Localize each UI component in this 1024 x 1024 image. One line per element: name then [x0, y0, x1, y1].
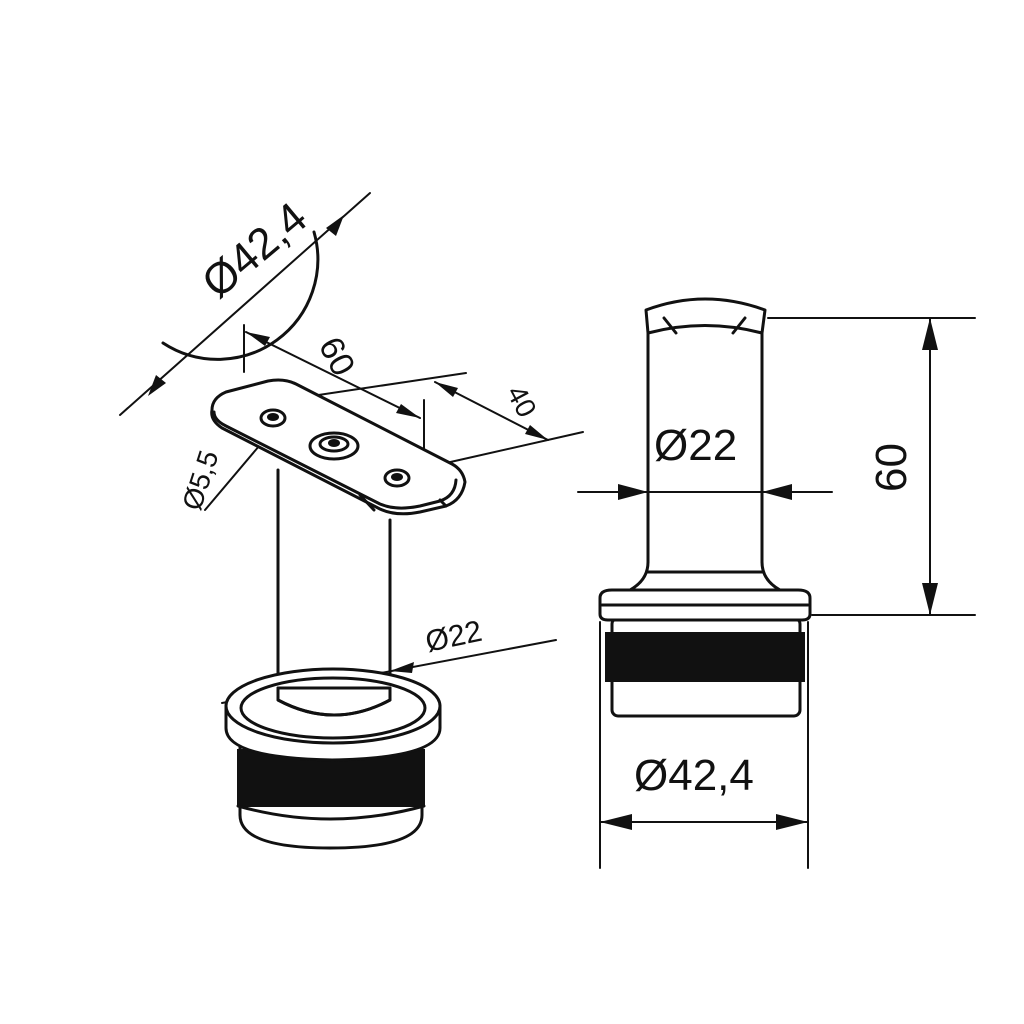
plate-thickness-edge-2 — [438, 498, 448, 508]
iso-base-gasket-curve — [236, 804, 426, 821]
iso-plate-length-label: 60 — [311, 331, 362, 382]
front-stem-fillet-left — [628, 560, 650, 592]
pipe-dim-arrow-start — [148, 375, 166, 396]
front-base-dia-label: Ø42,4 — [634, 751, 754, 800]
hole-spacing-arrow-start — [435, 382, 458, 397]
base-arrow-left — [600, 814, 632, 830]
pipe-dim-arrow-end — [326, 215, 344, 236]
iso-base-top-inner — [239, 676, 427, 740]
plate-length-dim-line — [245, 331, 421, 419]
iso-base — [224, 667, 442, 850]
plate-center-hole — [328, 439, 340, 447]
plate-hole-left-inner — [267, 413, 279, 421]
front-saddle-tick-left — [662, 316, 678, 335]
front-stem-arrow-left — [618, 484, 648, 500]
hole-spacing-arrow-end — [525, 425, 548, 440]
iso-stem-bottom-line — [276, 686, 392, 717]
front-view: Ø22 60 Ø42,4 — [577, 297, 976, 869]
front-height-label: 60 — [867, 443, 916, 492]
iso-hole-spacing-label: 40 — [501, 380, 543, 422]
pipe-profile-arc — [161, 230, 320, 361]
plate-top-face — [212, 410, 458, 510]
base-arrow-right — [776, 814, 808, 830]
front-stem-arrow-right — [762, 484, 792, 500]
front-saddle-tick-right — [731, 316, 747, 335]
plate-hole-right-inner — [391, 473, 403, 481]
plate-thickness-edge — [358, 493, 376, 512]
height-arrow-top — [922, 318, 938, 350]
pipe-dim-line — [119, 192, 371, 416]
plate-length-arrow-end — [396, 404, 420, 418]
front-stem-dia-label: Ø22 — [654, 421, 737, 470]
front-base-gasket — [605, 632, 805, 682]
front-stem-fillet-right — [760, 560, 782, 592]
iso-hole-dia-label: Ø5,5 — [176, 447, 224, 514]
iso-stem-dia-label: Ø22 — [423, 615, 485, 659]
iso-base-gasket-ring — [237, 749, 425, 807]
plate-length-arrow-start — [246, 332, 270, 346]
hole-spacing-extension-2 — [445, 431, 584, 464]
isometric-view: Ø42,4 60 40 Ø5,5 Ø22 — [119, 192, 584, 850]
front-saddle — [644, 297, 767, 335]
iso-pipe-dia-label: Ø42,4 — [193, 193, 316, 308]
stem-dia-arrow — [390, 662, 414, 673]
height-arrow-bottom — [922, 583, 938, 615]
